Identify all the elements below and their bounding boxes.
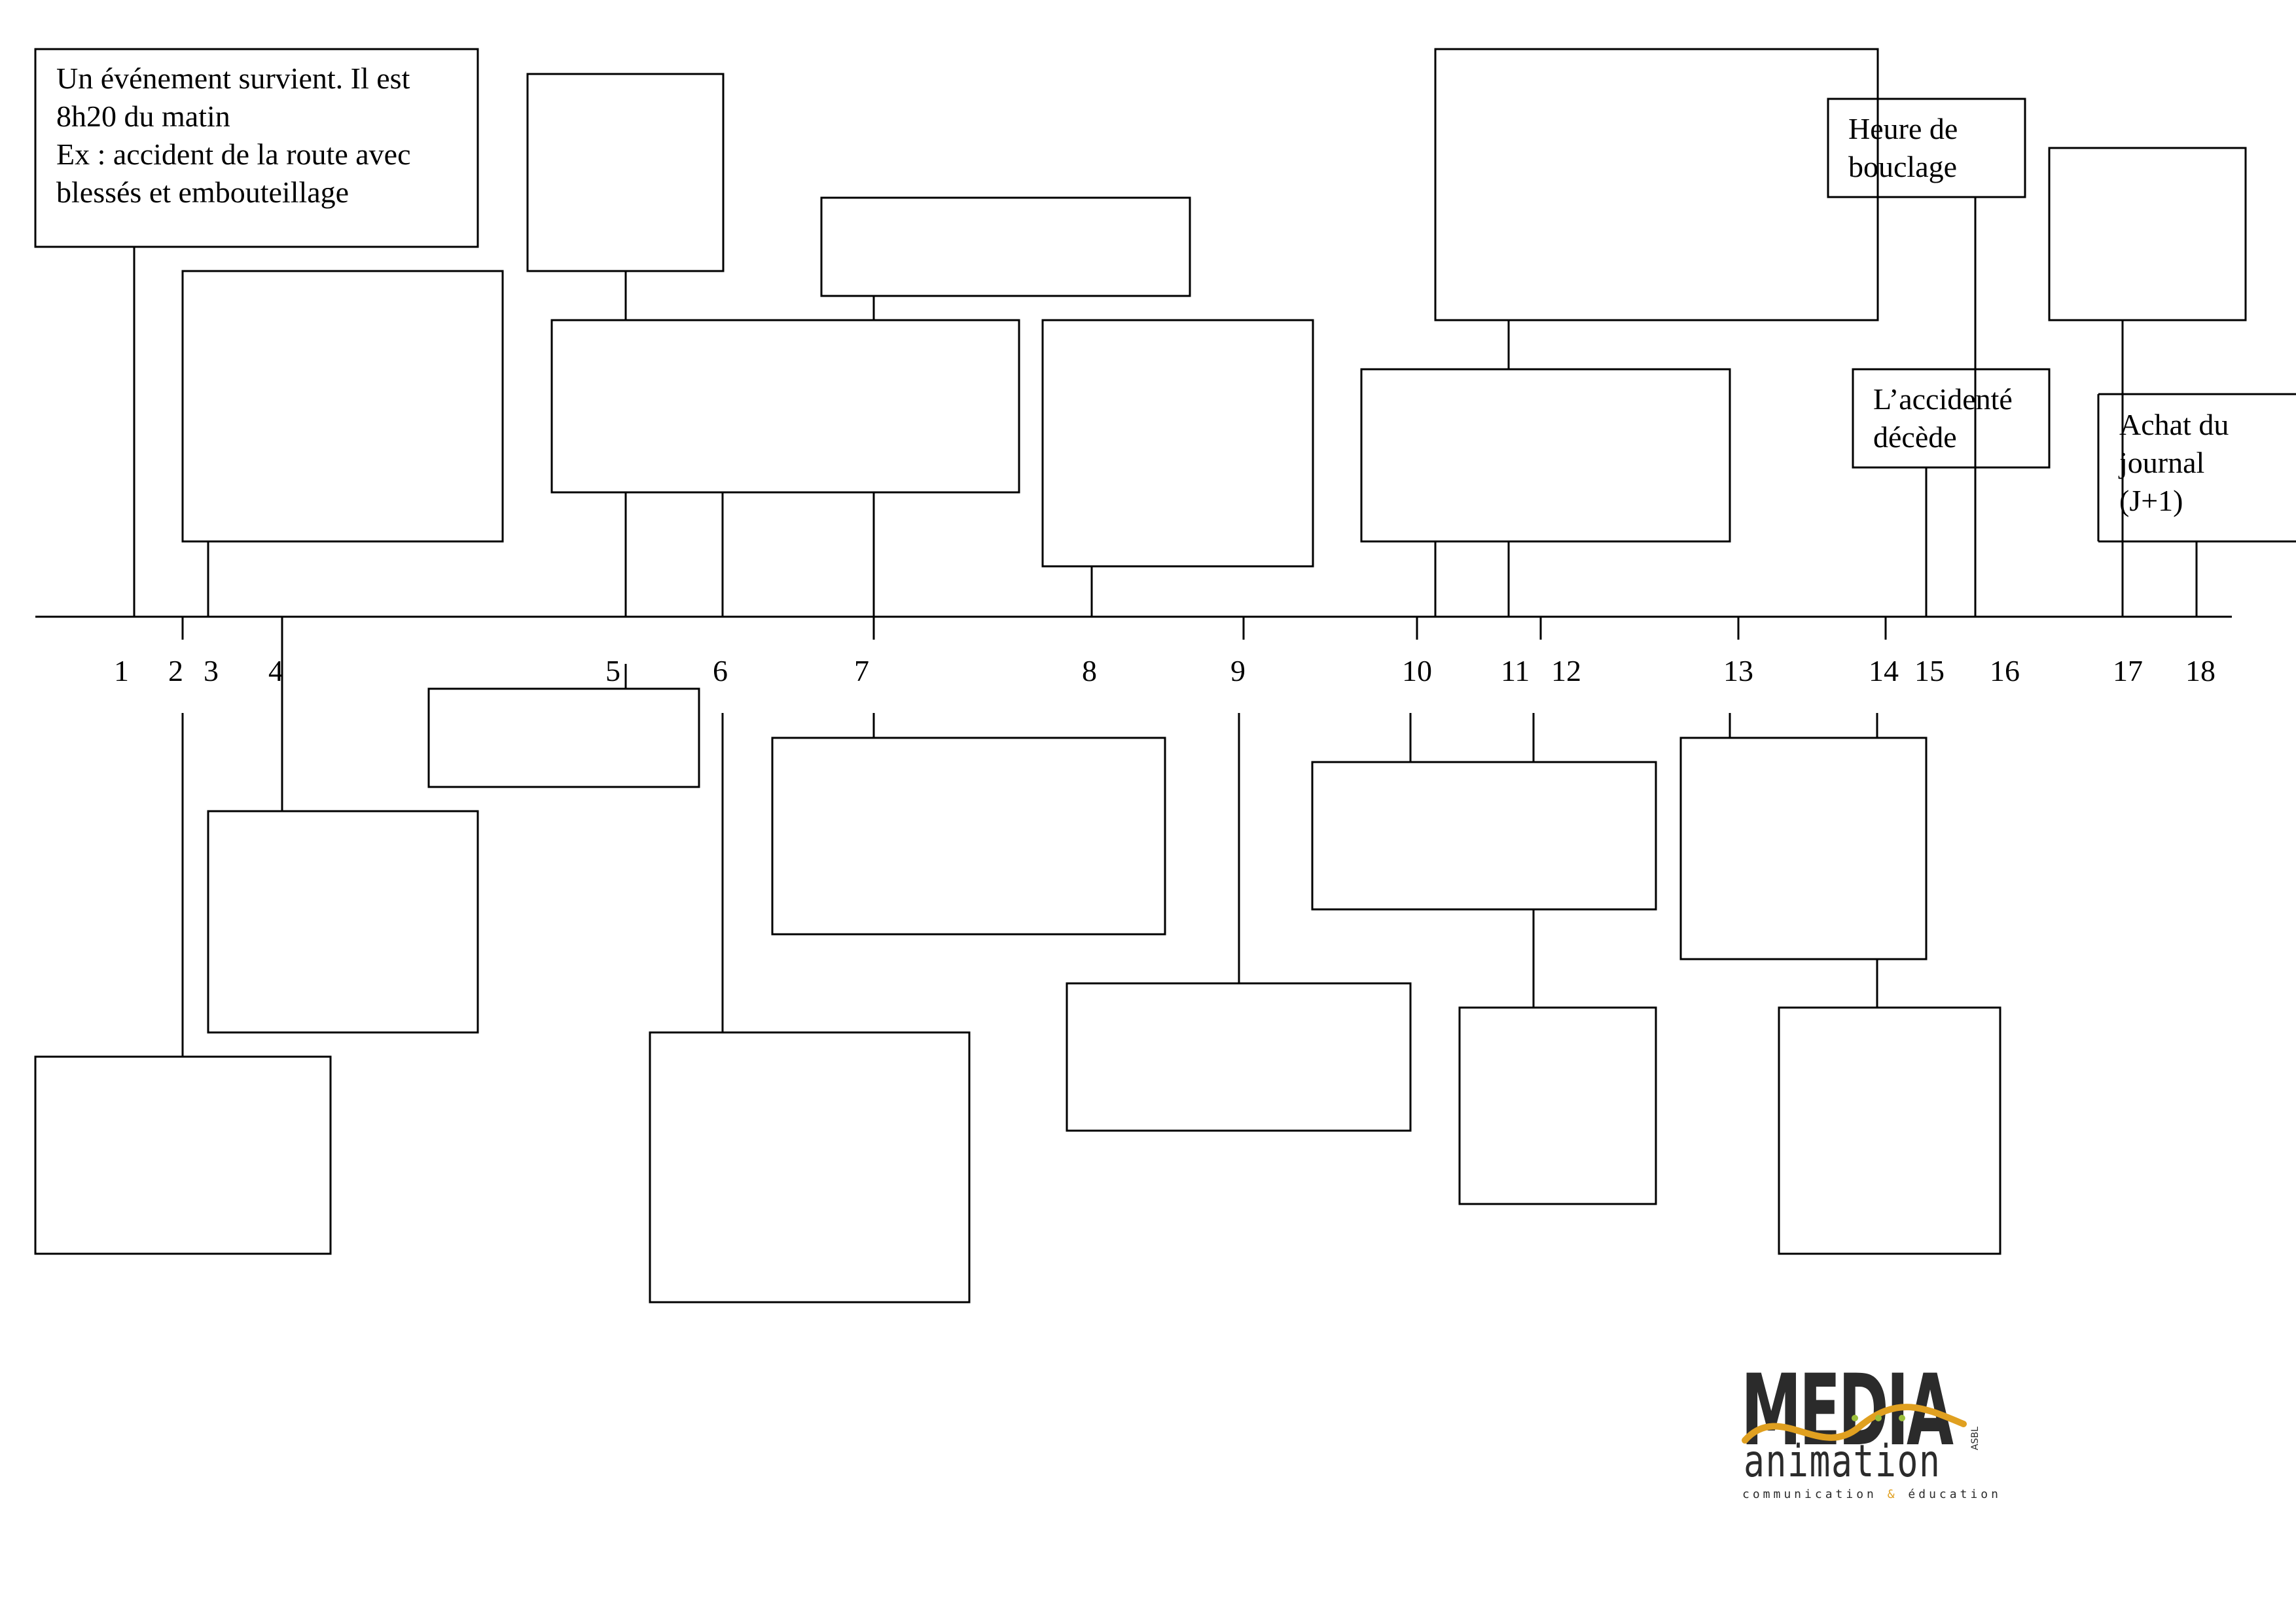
box-6-lower: [649, 1031, 971, 1304]
logo-word-animation: animation: [1744, 1436, 1941, 1487]
tick-label-4: 4: [268, 654, 283, 687]
tick-labels: 1 2 3 4 5 6 7 8 9 10 11 12 13 14 15 16 1…: [114, 654, 2215, 687]
box-11-upper: [1434, 48, 1879, 321]
tick-label-16: 16: [1990, 654, 2020, 687]
tick-label-3: 3: [204, 654, 219, 687]
logo-dot-3: [1899, 1415, 1905, 1421]
purchase-line-3: (J+1): [2119, 484, 2183, 517]
box-9: [1066, 982, 1412, 1132]
tick-label-7: 7: [854, 654, 869, 687]
tick-label-13: 13: [1723, 654, 1753, 687]
logo-legal-form: ASBL: [1970, 1427, 1981, 1450]
purchase-label: Achat du journal (J+1): [2119, 406, 2229, 520]
box-event: [34, 48, 479, 248]
tick-label-6: 6: [713, 654, 728, 687]
logo-dot-1: [1852, 1415, 1858, 1421]
media-animation-logo: MEDIA animation ASBL communication & édu…: [1741, 1362, 2016, 1509]
box-10-11: [1360, 368, 1731, 543]
box-7-lower: [771, 737, 1166, 936]
tick-label-2: 2: [168, 654, 183, 687]
tick-label-1: 1: [114, 654, 129, 687]
box-5-6-7: [550, 319, 1020, 494]
logo-tagline-amp: &: [1887, 1487, 1898, 1501]
event-description: Un événement survient. Il est 8h20 du ma…: [56, 60, 411, 211]
box-4: [207, 810, 479, 1034]
box-14-lower: [1778, 1006, 2001, 1255]
box-5-upper: [526, 73, 725, 272]
event-line-4: blessés et embouteillage: [56, 175, 350, 209]
death-line-1: L’accidenté: [1873, 382, 2013, 416]
box-12-lower: [1458, 1006, 1657, 1205]
box-17: [2048, 147, 2247, 321]
tick-label-14: 14: [1869, 654, 1899, 687]
box-13-14: [1679, 737, 1928, 960]
logo-tagline-left: communication: [1742, 1487, 1877, 1501]
tick-label-8: 8: [1082, 654, 1097, 687]
logo-swoosh-icon: [1742, 1404, 1967, 1444]
tick-label-17: 17: [2113, 654, 2143, 687]
tick-label-10: 10: [1402, 654, 1432, 687]
tick-label-11: 11: [1501, 654, 1530, 687]
box-2: [34, 1055, 332, 1255]
box-7-upper: [820, 196, 1191, 297]
tick-label-12: 12: [1551, 654, 1581, 687]
death-label: L’accidenté décède: [1873, 380, 2013, 456]
logo-tagline: communication & éducation: [1742, 1487, 2001, 1501]
purchase-line-1: Achat du: [2119, 408, 2229, 441]
box-3: [181, 270, 504, 543]
box-8: [1041, 319, 1314, 568]
box-deadline: [1827, 98, 2026, 198]
tick-label-9: 9: [1230, 654, 1246, 687]
tick-label-15: 15: [1914, 654, 1945, 687]
event-line-2: 8h20 du matin: [56, 100, 230, 133]
lower-boxes: [34, 640, 2001, 1304]
deadline-label: Heure de bouclage: [1848, 110, 1958, 186]
deadline-line-1: Heure de: [1848, 112, 1958, 145]
event-line-3: Ex : accident de la route avec: [56, 137, 411, 171]
logo-dot-2: [1875, 1415, 1882, 1421]
purchase-line-2: journal: [2119, 446, 2205, 479]
death-line-2: décède: [1873, 420, 1957, 454]
box-5-lower: [427, 687, 700, 788]
tick-marks: [181, 617, 1887, 640]
upper-boxes: [34, 48, 2296, 617]
event-line-1: Un événement survient. Il est: [56, 62, 410, 95]
tick-label-5: 5: [605, 654, 620, 687]
box-10-12: [1311, 761, 1657, 911]
tick-label-18: 18: [2185, 654, 2215, 687]
logo-tagline-right: éducation: [1908, 1487, 2001, 1501]
deadline-line-2: bouclage: [1848, 150, 1958, 183]
box-death: [1852, 368, 2051, 469]
